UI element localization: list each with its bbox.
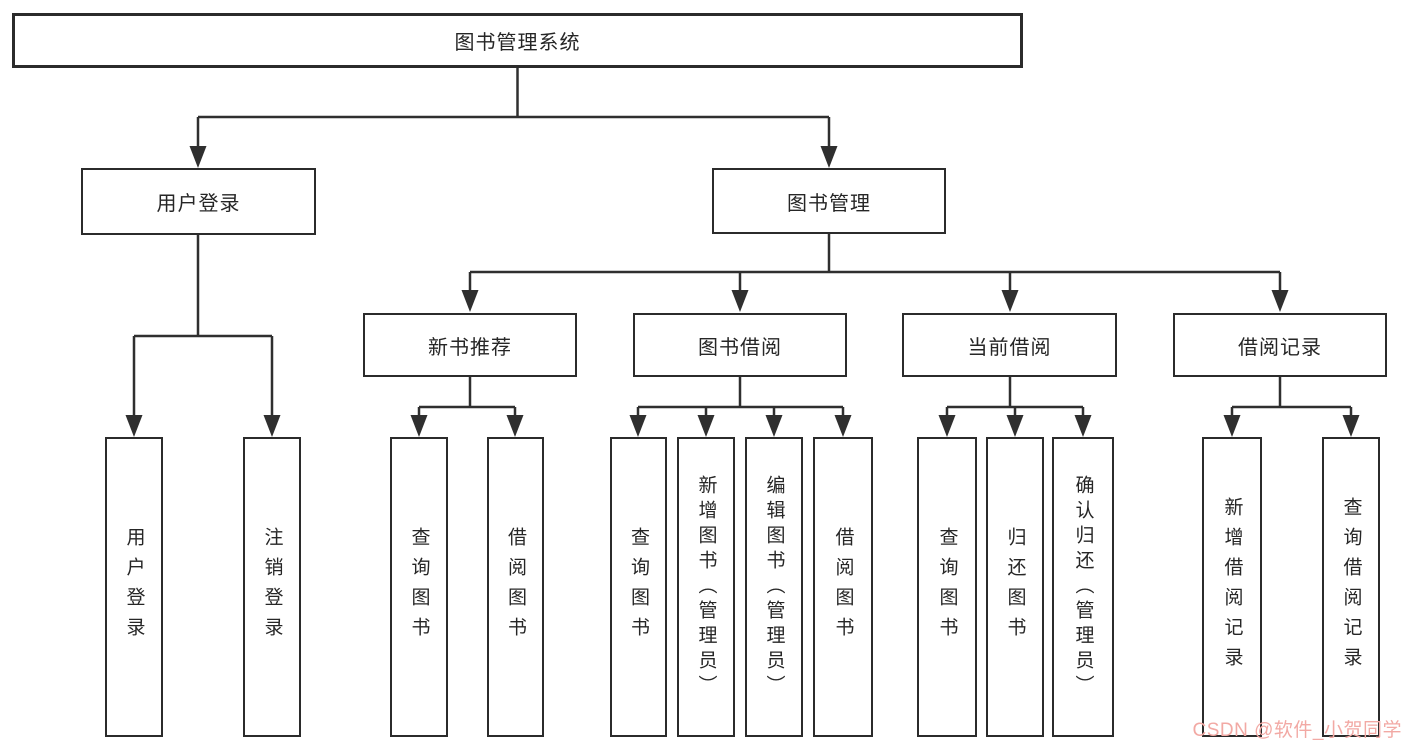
leaf-user-login-label: 用户登录 bbox=[123, 527, 145, 647]
node-current-borrow: 当前借阅 bbox=[902, 313, 1117, 377]
connector-root bbox=[189, 68, 838, 168]
node-book-management-label: 图书管理 bbox=[787, 192, 871, 215]
leaf-logout: 注销登录 bbox=[243, 437, 301, 737]
node-borrow-records: 借阅记录 bbox=[1173, 313, 1387, 377]
connector-book-management bbox=[461, 234, 1289, 312]
leaf-current-return: 归还图书 bbox=[986, 437, 1044, 737]
watermark: CSDN @软件_小贺同学 bbox=[1192, 720, 1402, 741]
connector-new-book bbox=[410, 377, 524, 437]
leaf-borrow-edit-admin: 编辑图书（管理员） bbox=[745, 437, 803, 737]
leaf-records-add-label: 新增借阅记录 bbox=[1221, 497, 1243, 677]
leaf-records-add: 新增借阅记录 bbox=[1202, 437, 1262, 737]
node-book-management: 图书管理 bbox=[712, 168, 946, 234]
node-user-login: 用户登录 bbox=[81, 168, 316, 235]
leaf-borrow-query: 查询图书 bbox=[610, 437, 667, 737]
leaf-newbooks-borrow: 借阅图书 bbox=[487, 437, 544, 737]
node-book-borrow-label: 图书借阅 bbox=[698, 336, 782, 359]
node-new-book-recommend: 新书推荐 bbox=[363, 313, 577, 377]
leaf-current-confirm-admin-label: 确认归还（管理员） bbox=[1072, 474, 1094, 700]
connector-borrow-records bbox=[1223, 377, 1360, 437]
leaf-newbooks-query-label: 查询图书 bbox=[408, 527, 430, 647]
leaf-newbooks-query: 查询图书 bbox=[390, 437, 448, 737]
leaf-records-query: 查询借阅记录 bbox=[1322, 437, 1380, 737]
leaf-borrow-borrow: 借阅图书 bbox=[813, 437, 873, 737]
node-root: 图书管理系统 bbox=[12, 13, 1023, 68]
leaf-logout-label: 注销登录 bbox=[261, 527, 283, 647]
leaf-borrow-add-admin-label: 新增图书（管理员） bbox=[695, 474, 717, 700]
leaf-borrow-add-admin: 新增图书（管理员） bbox=[677, 437, 735, 737]
node-root-label: 图书管理系统 bbox=[454, 32, 581, 54]
leaf-current-confirm-admin: 确认归还（管理员） bbox=[1052, 437, 1114, 737]
node-new-book-recommend-label: 新书推荐 bbox=[428, 336, 512, 359]
leaf-records-query-label: 查询借阅记录 bbox=[1340, 497, 1362, 677]
leaf-borrow-borrow-label: 借阅图书 bbox=[832, 527, 854, 647]
leaf-borrow-edit-admin-label: 编辑图书（管理员） bbox=[763, 474, 785, 700]
leaf-borrow-query-label: 查询图书 bbox=[628, 527, 649, 647]
connector-current-borrow bbox=[938, 377, 1092, 437]
leaf-user-login: 用户登录 bbox=[105, 437, 163, 737]
node-current-borrow-label: 当前借阅 bbox=[967, 336, 1052, 359]
connector-book-borrow bbox=[629, 377, 852, 437]
leaf-current-query: 查询图书 bbox=[917, 437, 977, 737]
leaf-current-return-label: 归还图书 bbox=[1004, 527, 1026, 647]
node-book-borrow: 图书借阅 bbox=[633, 313, 847, 377]
leaf-current-query-label: 查询图书 bbox=[936, 527, 958, 647]
leaf-newbooks-borrow-label: 借阅图书 bbox=[505, 527, 526, 647]
connector-user-login bbox=[125, 235, 281, 437]
node-borrow-records-label: 借阅记录 bbox=[1238, 336, 1322, 359]
node-user-login-label: 用户登录 bbox=[156, 193, 241, 215]
